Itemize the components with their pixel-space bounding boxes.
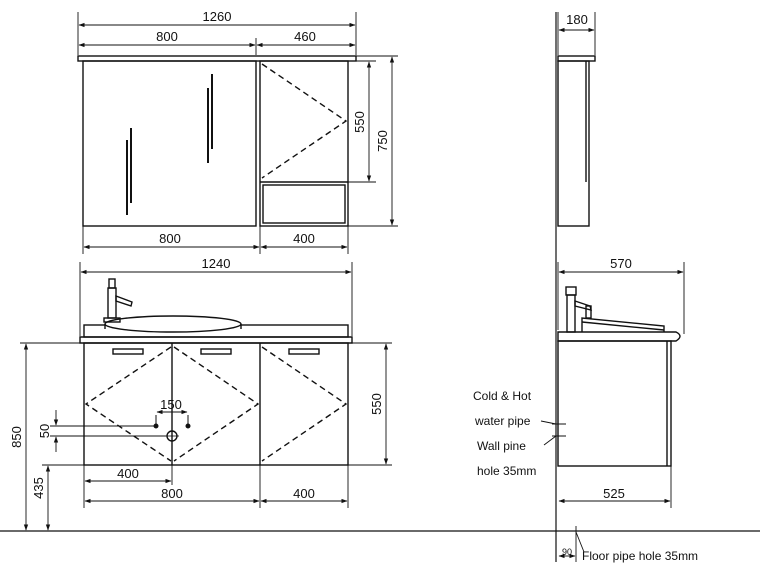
note-cold-hot-1: Cold & Hot xyxy=(473,389,532,403)
dim-mirror-total-width: 1260 xyxy=(203,9,232,24)
door-swing-1 xyxy=(84,346,172,462)
mirror-cabinet-side xyxy=(557,55,596,227)
mirror-side-door-swing xyxy=(261,63,348,179)
dim-floor-to-top: 850 xyxy=(9,426,24,448)
mirror-dimension-labels: 1260 800 460 550 750 800 400 xyxy=(156,9,390,246)
dim-base-door-height: 550 xyxy=(369,393,384,415)
dim-floor-to-bottom: 435 xyxy=(31,477,46,499)
dim-pipe-spacing: 150 xyxy=(160,397,182,412)
dim-side-depth-bottom: 525 xyxy=(603,486,625,501)
mirror-top-shelf xyxy=(77,55,357,62)
annotation-notes: Cold & Hot water pipe Wall pine hole 35m… xyxy=(473,389,698,563)
dim-base-right-width: 400 xyxy=(293,486,315,501)
base-dimension-labels: 1240 150 50 400 800 400 550 850 435 xyxy=(9,256,384,501)
dim-drain-offset: 400 xyxy=(117,466,139,481)
note-floor-pipe: Floor pipe hole 35mm xyxy=(582,549,698,563)
dim-mirror-panel-width-bottom: 800 xyxy=(159,231,181,246)
dim-mirror-total-height: 750 xyxy=(375,130,390,152)
dim-base-total-width: 1240 xyxy=(202,256,231,271)
base-cabinet-side xyxy=(552,286,681,467)
door-swing-3 xyxy=(261,346,348,462)
mirror-panel xyxy=(82,60,257,227)
note-wall-pipe-1: Wall pine xyxy=(477,439,526,453)
base-handle-3 xyxy=(288,348,320,355)
dim-mirror-side-width-bottom: 400 xyxy=(293,231,315,246)
base-side-dimensions xyxy=(540,262,685,562)
base-handle-1 xyxy=(112,348,144,355)
floor-and-wall xyxy=(0,12,760,562)
base-cabinet-body xyxy=(83,342,349,466)
mirror-open-shelf xyxy=(262,184,346,224)
mirror-side-dimensions xyxy=(557,12,596,55)
door-swing-2 xyxy=(173,346,260,462)
dim-mirror-panel-width-top: 800 xyxy=(156,29,178,44)
base-side-dimension-labels: 570 525 90 xyxy=(562,256,632,557)
dim-mirror-depth: 180 xyxy=(566,12,588,27)
dim-pipe-height: 50 xyxy=(37,424,52,438)
faucet-lever xyxy=(108,278,116,289)
dim-side-depth-top: 570 xyxy=(610,256,632,271)
dim-floor-pipe-offset: 90 xyxy=(562,547,572,557)
countertop xyxy=(79,336,353,344)
water-pipe-right xyxy=(185,423,191,429)
dim-base-left-width: 800 xyxy=(161,486,183,501)
dim-mirror-side-door-height: 550 xyxy=(352,111,367,133)
mirror-dimensions xyxy=(77,12,398,254)
faucet-spout xyxy=(115,294,133,307)
basin xyxy=(104,315,242,333)
note-cold-hot-2: water pipe xyxy=(474,414,531,428)
base-dimensions xyxy=(20,262,392,531)
note-wall-pipe-2: hole 35mm xyxy=(477,464,536,478)
base-handle-2 xyxy=(200,348,232,355)
mirror-side-cabinet xyxy=(259,60,349,227)
base-cabinet-front xyxy=(79,278,353,466)
faucet-body xyxy=(107,287,117,319)
mirror-cabinet-front xyxy=(77,55,357,227)
dim-mirror-side-width-top: 460 xyxy=(294,29,316,44)
